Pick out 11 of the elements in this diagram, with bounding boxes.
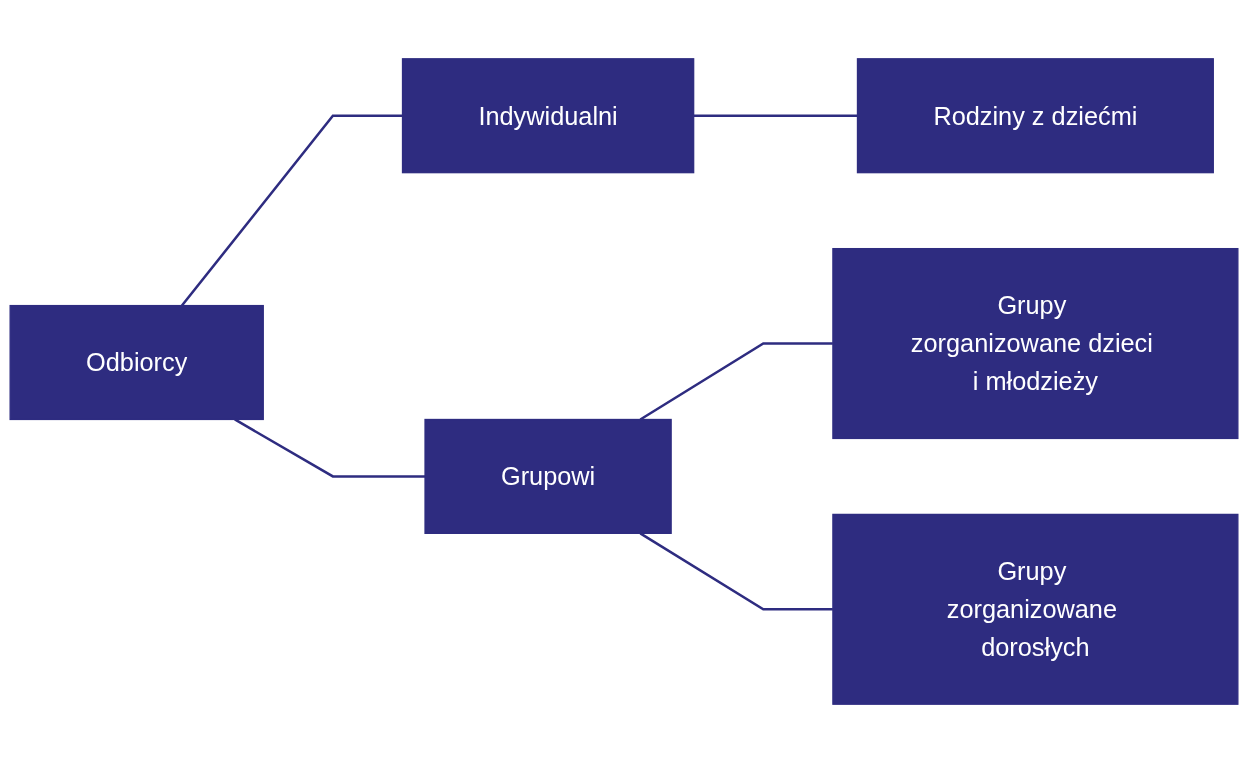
node-box: Indywidualni [401, 58, 695, 174]
node-box: Rodziny z dziećmi [856, 58, 1214, 174]
node-box: Grupowi [424, 418, 672, 534]
connector [234, 418, 425, 478]
connector [639, 342, 833, 421]
connector [639, 532, 833, 611]
node-box: Odbiorcy [9, 304, 264, 421]
connector [181, 114, 403, 307]
node-box: Grupy zorganizowane dorosłych [832, 513, 1239, 705]
node-box: Grupy zorganizowane dzieci i młodzieży [832, 247, 1239, 440]
connector [693, 114, 858, 117]
